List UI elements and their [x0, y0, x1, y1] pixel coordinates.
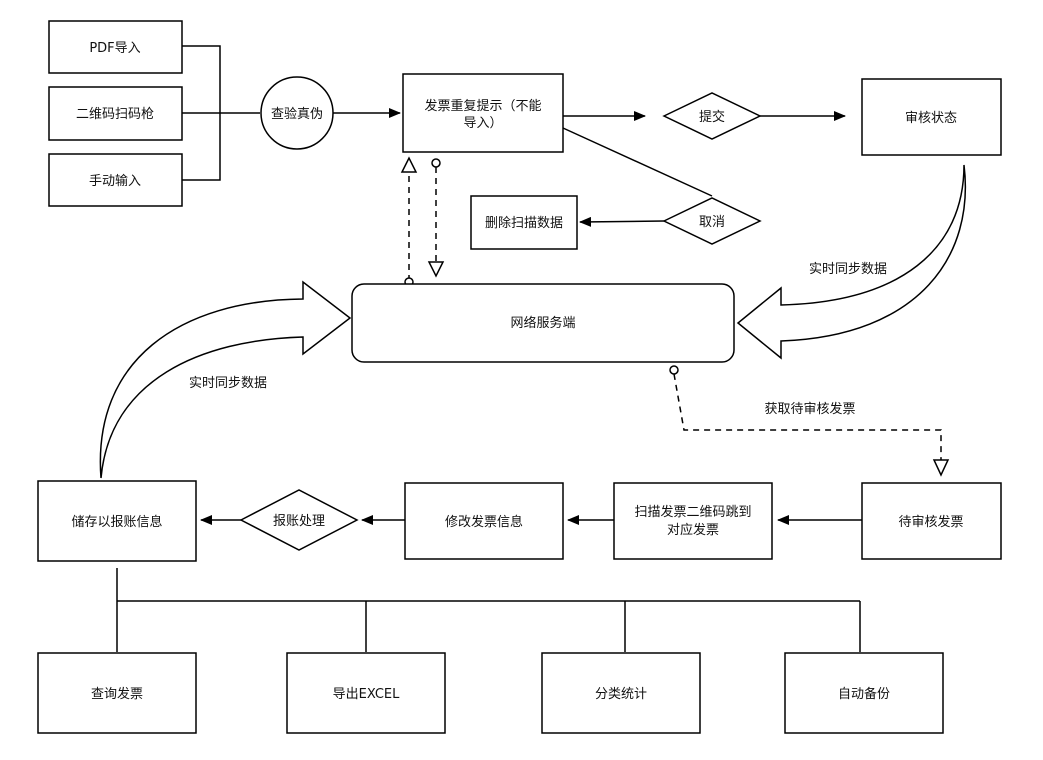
cancel-label: 取消 — [699, 215, 725, 230]
duplicate-to-cancel-line — [562, 127, 713, 197]
reimburse-label: 报账处理 — [273, 514, 325, 529]
auto-backup-label: 自动备份 — [838, 686, 890, 702]
pending-review-label: 待审核发票 — [898, 514, 963, 530]
pdf-import-node: PDF导入 — [48, 20, 183, 74]
submit-label: 提交 — [699, 109, 725, 125]
classify-stats-node: 分类统计 — [541, 652, 701, 734]
pdf-import-label: PDF导入 — [89, 41, 140, 56]
sync-right-label: 实时同步数据 — [809, 262, 887, 277]
server-duplicate-dashed-links — [400, 156, 445, 287]
qr-scanner-label: 二维码扫码枪 — [76, 106, 154, 122]
sync-left-label: 实时同步数据 — [189, 376, 267, 391]
duplicate-hint-line2: 导入） — [463, 116, 502, 131]
fetch-pending-dashed-link — [669, 365, 950, 477]
reimburse-node: 报账处理 — [239, 489, 359, 551]
manual-input-label: 手动输入 — [89, 173, 141, 189]
scan-jump-line2: 对应发票 — [667, 522, 719, 538]
duplicate-hint-line1: 发票重复提示（不能 — [424, 98, 541, 114]
query-invoice-label: 查询发票 — [91, 686, 143, 702]
network-server-node: 网络服务端 — [351, 283, 735, 363]
pending-review-node: 待审核发票 — [861, 482, 1002, 560]
review-status-node: 审核状态 — [861, 78, 1002, 156]
fetch-pending-label: 获取待审核发票 — [764, 401, 855, 417]
query-invoice-node: 查询发票 — [37, 652, 197, 734]
export-excel-label: 导出EXCEL — [333, 687, 400, 702]
store-info-label: 储存以报账信息 — [71, 514, 162, 530]
input-connectors — [182, 45, 260, 181]
delete-scan-label: 删除扫描数据 — [485, 216, 563, 231]
network-server-label: 网络服务端 — [510, 315, 575, 331]
auto-backup-node: 自动备份 — [784, 652, 944, 734]
scan-jump-line1: 扫描发票二维码跳到 — [634, 504, 751, 520]
review-status-label: 审核状态 — [905, 111, 957, 126]
cancel-node: 取消 — [662, 197, 762, 245]
verify-node: 查验真伪 — [260, 76, 334, 150]
cancel-to-delete-arrow — [579, 216, 665, 227]
qr-scanner-node: 二维码扫码枪 — [48, 86, 183, 141]
manual-input-node: 手动输入 — [48, 153, 183, 207]
sync-right-arrow — [736, 164, 967, 360]
sync-left-arrow — [99, 280, 352, 479]
scan-jump-node: 扫描发票二维码跳到 对应发票 — [613, 482, 773, 560]
classify-stats-label: 分类统计 — [595, 687, 647, 702]
verify-label: 查验真伪 — [271, 106, 323, 122]
export-excel-node: 导出EXCEL — [286, 652, 446, 734]
store-info-node: 储存以报账信息 — [37, 480, 197, 562]
delete-scan-node: 删除扫描数据 — [470, 195, 578, 250]
duplicate-hint-node: 发票重复提示（不能 导入） — [402, 73, 564, 153]
output-tree-connectors — [116, 568, 861, 652]
modify-invoice-label: 修改发票信息 — [445, 514, 523, 530]
submit-node: 提交 — [662, 92, 762, 140]
modify-invoice-node: 修改发票信息 — [404, 482, 564, 560]
